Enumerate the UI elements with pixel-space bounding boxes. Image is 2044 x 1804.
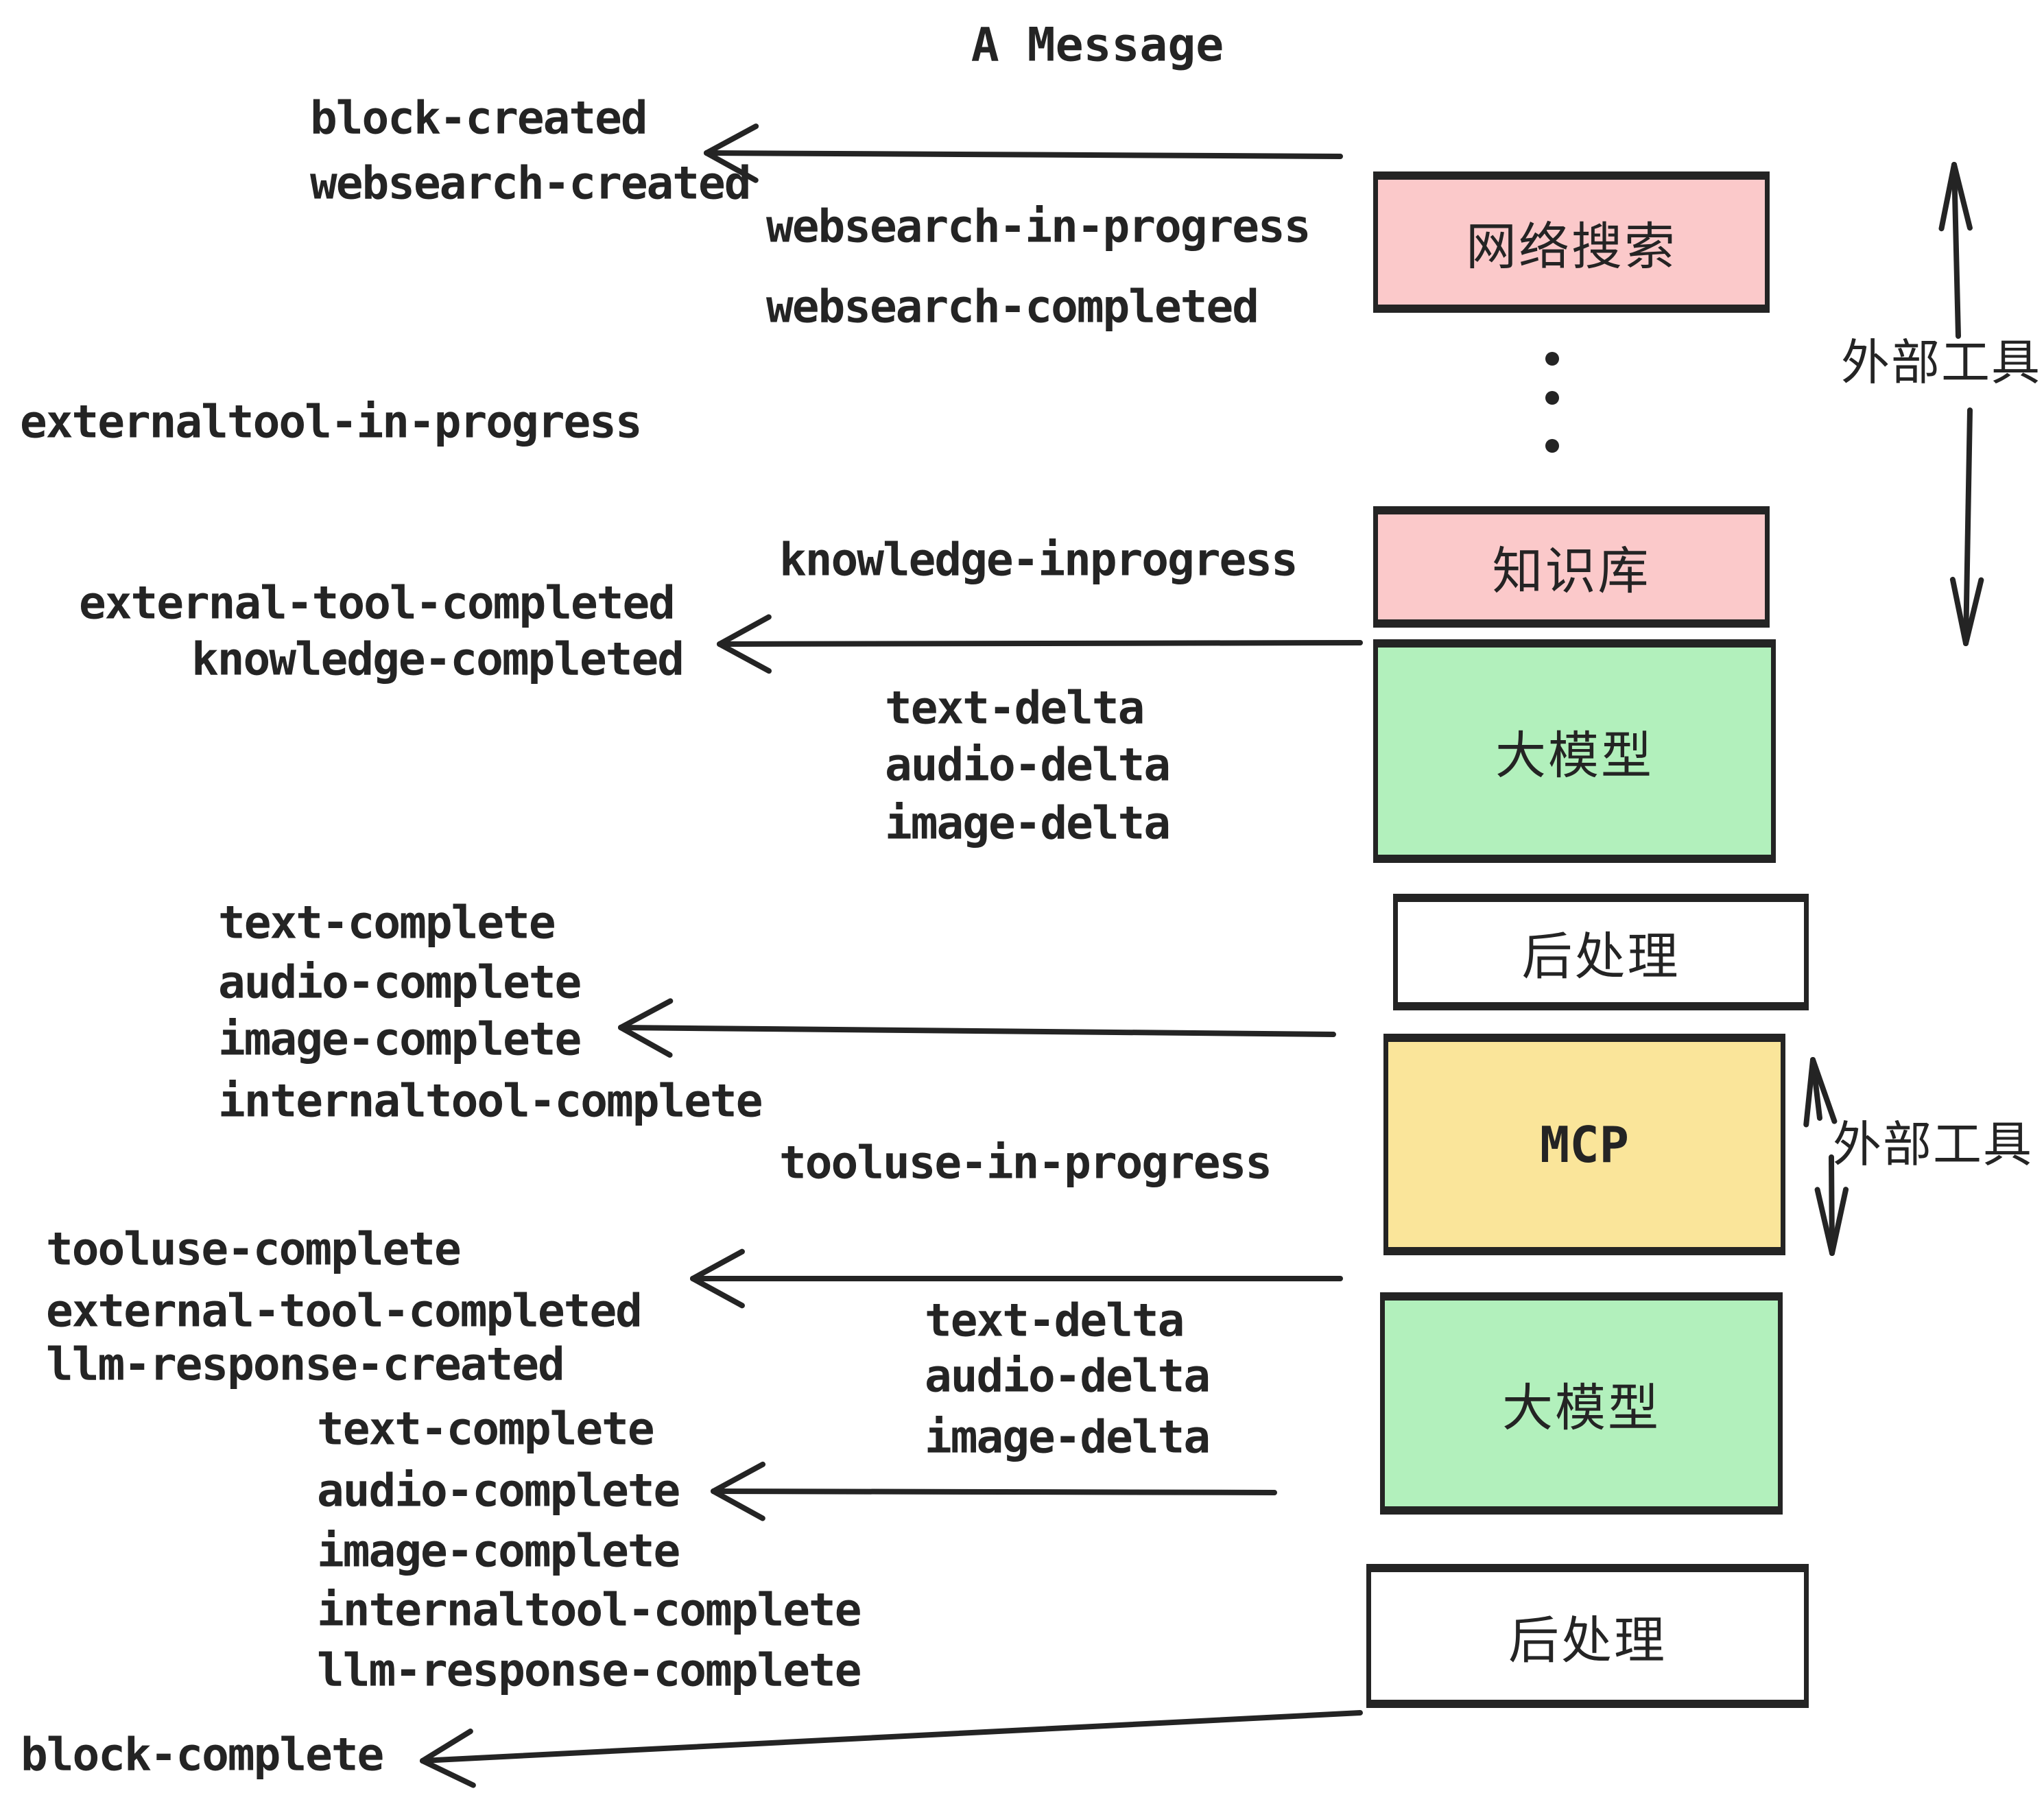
flow-box: 后处理 bbox=[1366, 1564, 1809, 1708]
event-label: image-delta bbox=[925, 1410, 1211, 1464]
event-label: knowledge-inprogress bbox=[779, 533, 1298, 586]
arrow-to-block-created bbox=[704, 123, 1343, 183]
flow-box: 网络搜索 bbox=[1373, 171, 1770, 313]
arrow-to-tooluse-complete bbox=[690, 1248, 1343, 1309]
event-label: llm-response-created bbox=[46, 1338, 565, 1391]
event-label: text-complete bbox=[317, 1402, 655, 1456]
flow-box-label: 网络搜索 bbox=[1466, 217, 1677, 275]
event-label: audio-complete bbox=[218, 956, 582, 1009]
flow-box-label: 后处理 bbox=[1521, 927, 1680, 985]
event-label: external-tool-completed bbox=[46, 1284, 643, 1338]
event-label: text-complete bbox=[218, 896, 556, 949]
external-tools-label: 外部工具 bbox=[1840, 336, 2042, 390]
event-label: websearch-completed bbox=[766, 280, 1259, 333]
arrow-to-block-complete bbox=[420, 1710, 1363, 1788]
external-tools-2-arrow-up bbox=[1803, 1057, 1838, 1128]
event-label: text-delta bbox=[885, 681, 1145, 735]
external-tools-1-arrow-up bbox=[1938, 162, 1973, 339]
ellipsis-dot bbox=[1545, 352, 1559, 366]
flow-box-label: 大模型 bbox=[1495, 726, 1654, 784]
flow-box-label: MCP bbox=[1539, 1115, 1630, 1174]
flow-box-label: 后处理 bbox=[1508, 1611, 1667, 1669]
arrow-to-audio-complete bbox=[711, 1461, 1277, 1521]
flow-box: 大模型 bbox=[1380, 1292, 1783, 1515]
flow-box: MCP bbox=[1383, 1034, 1785, 1255]
flow-box-label: 大模型 bbox=[1502, 1379, 1661, 1436]
flow-box: 大模型 bbox=[1373, 639, 1776, 863]
event-label: internaltool-complete bbox=[317, 1583, 861, 1637]
event-label: audio-delta bbox=[925, 1349, 1211, 1403]
flow-box: 知识库 bbox=[1373, 506, 1770, 628]
event-label: externaltool-in-progress bbox=[20, 395, 643, 449]
event-label: external-tool-completed bbox=[79, 576, 676, 630]
event-label: websearch-in-progress bbox=[766, 200, 1311, 253]
external-tools-label: 外部工具 bbox=[1832, 1118, 2034, 1172]
event-label: image-complete bbox=[218, 1012, 582, 1066]
event-label: tooluse-complete bbox=[46, 1222, 462, 1276]
event-label: websearch-created bbox=[310, 156, 752, 210]
event-label: llm-response-complete bbox=[317, 1643, 861, 1697]
arrow-to-knowledge-completed bbox=[717, 614, 1363, 674]
event-label: block-complete bbox=[21, 1728, 384, 1781]
event-label: block-created bbox=[310, 91, 648, 145]
event-label: audio-delta bbox=[885, 738, 1171, 792]
flow-box-label: 知识库 bbox=[1492, 543, 1651, 600]
event-label: knowledge-completed bbox=[191, 632, 685, 686]
diagram-title: A Message bbox=[971, 18, 1224, 73]
external-tools-1-arrow-down bbox=[1949, 407, 1984, 646]
event-label: internaltool-complete bbox=[218, 1074, 763, 1128]
event-label: image-delta bbox=[885, 796, 1171, 850]
external-tools-2-arrow-down bbox=[1814, 1154, 1849, 1256]
ellipsis-dot bbox=[1545, 439, 1559, 453]
event-label: text-delta bbox=[925, 1294, 1185, 1347]
ellipsis-dot bbox=[1545, 391, 1559, 405]
arrow-to-image-complete bbox=[618, 998, 1336, 1058]
event-label: image-complete bbox=[317, 1524, 680, 1578]
event-label: tooluse-in-progress bbox=[779, 1136, 1272, 1189]
flow-box: 后处理 bbox=[1393, 894, 1809, 1010]
event-label: audio-complete bbox=[317, 1464, 680, 1517]
